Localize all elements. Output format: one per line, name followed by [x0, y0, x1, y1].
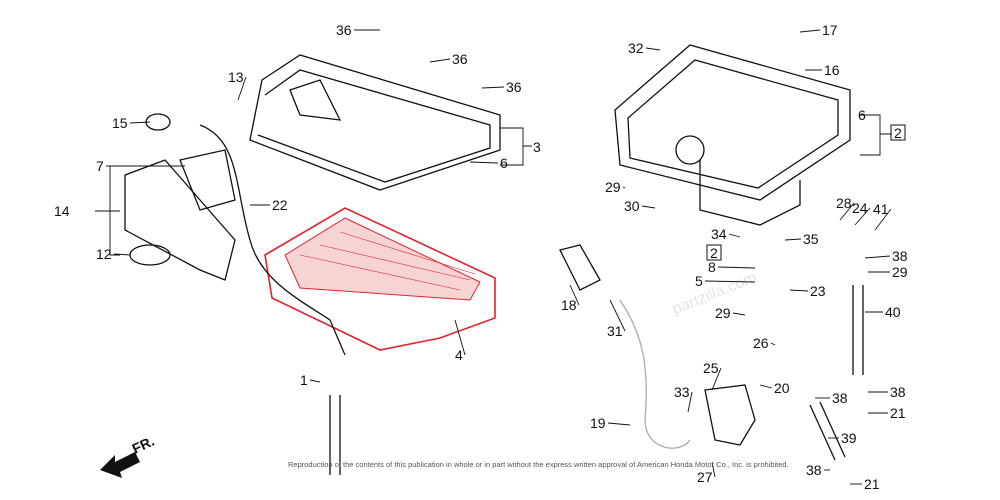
snorkel	[559, 244, 601, 291]
callout-36: 36	[336, 22, 352, 38]
callout-40: 40	[885, 304, 901, 320]
callout-16: 16	[824, 62, 840, 78]
leader-line	[569, 284, 580, 306]
air-cleaner-cover	[249, 54, 501, 191]
leader-line	[645, 47, 661, 51]
callout-12: 12	[96, 246, 112, 262]
callout-39: 39	[841, 430, 857, 446]
leader-line	[481, 86, 505, 89]
leader-line	[687, 391, 693, 413]
leader-line	[129, 121, 151, 124]
callout-35: 35	[803, 231, 819, 247]
callout-13: 13	[228, 69, 244, 85]
leader-line	[711, 461, 716, 478]
leader-line	[732, 312, 746, 316]
callout-14: 14	[54, 203, 70, 219]
callout-38: 38	[806, 462, 822, 478]
tube-39	[809, 401, 846, 461]
callout-5: 5	[695, 273, 703, 289]
leader-line	[429, 58, 451, 63]
callout-17: 17	[822, 22, 838, 38]
callout-21: 21	[864, 476, 880, 492]
callout-6: 6	[500, 155, 508, 171]
callout-7: 7	[96, 158, 104, 174]
boxed-callout-frame	[706, 244, 722, 261]
callout-38: 38	[832, 390, 848, 406]
air-cleaner-case	[614, 44, 851, 226]
callout-28: 28	[836, 195, 852, 211]
leader-line	[454, 319, 466, 356]
drain-tube	[329, 395, 341, 475]
leader-line	[237, 76, 247, 101]
callout-23: 23	[810, 283, 826, 299]
air-filter-element	[264, 207, 496, 351]
callout-41: 41	[873, 201, 889, 217]
copyright-footer: Reproduction of the contents of this pub…	[288, 460, 789, 469]
callout-30: 30	[624, 198, 640, 214]
leader-line	[609, 299, 626, 332]
leader-line	[711, 367, 722, 391]
callout-29: 29	[892, 264, 908, 280]
leader-line	[839, 202, 855, 221]
boxed-callout-frame	[890, 124, 906, 141]
callout-6: 6	[858, 107, 866, 123]
front-arrow	[100, 452, 140, 478]
resonator	[704, 384, 756, 446]
leader-line	[641, 205, 656, 209]
leader-line	[704, 280, 756, 283]
callout-1: 1	[300, 372, 308, 388]
callout-33: 33	[674, 384, 690, 400]
leader-line	[622, 186, 626, 189]
leader-line	[799, 29, 821, 33]
leader-line	[607, 422, 631, 426]
callout-36: 36	[452, 51, 468, 67]
callout-32: 32	[628, 40, 644, 56]
front-arrow-label: FR.	[130, 433, 157, 457]
leader-line	[770, 342, 776, 346]
callout-38: 38	[892, 248, 908, 264]
callout-27: 27	[697, 469, 713, 485]
callout-29: 29	[605, 179, 621, 195]
leader-line	[309, 379, 321, 383]
leader-line	[784, 238, 802, 241]
callout-20: 20	[774, 380, 790, 396]
leader-line	[113, 253, 131, 256]
intake-duct	[124, 113, 236, 281]
callout-21: 21	[890, 405, 906, 421]
callout-34: 34	[711, 226, 727, 242]
tube-40	[852, 285, 864, 375]
breather-tube	[199, 124, 346, 356]
leader-line	[874, 208, 892, 231]
leader-line	[717, 266, 756, 269]
callout-22: 22	[272, 197, 288, 213]
leader-line	[854, 207, 871, 226]
callout-8: 8	[708, 259, 716, 275]
leader-line	[469, 161, 499, 164]
callout-2: 2	[894, 125, 902, 141]
callout-15: 15	[112, 115, 128, 131]
leader-line	[864, 255, 891, 259]
callout-18: 18	[561, 297, 577, 313]
callout-19: 19	[590, 415, 606, 431]
callout-29: 29	[715, 305, 731, 321]
callout-2: 2	[710, 245, 718, 261]
callout-24: 24	[852, 200, 868, 216]
leader-line	[789, 289, 809, 292]
callout-36: 36	[506, 79, 522, 95]
callout-4: 4	[455, 347, 463, 363]
callout-26: 26	[753, 335, 769, 351]
callout-31: 31	[607, 323, 623, 339]
intake-hose	[619, 299, 691, 449]
callout-38: 38	[890, 384, 906, 400]
callout-3: 3	[533, 139, 541, 155]
callout-25: 25	[703, 360, 719, 376]
leader-line	[759, 384, 773, 389]
leader-line	[728, 233, 741, 238]
